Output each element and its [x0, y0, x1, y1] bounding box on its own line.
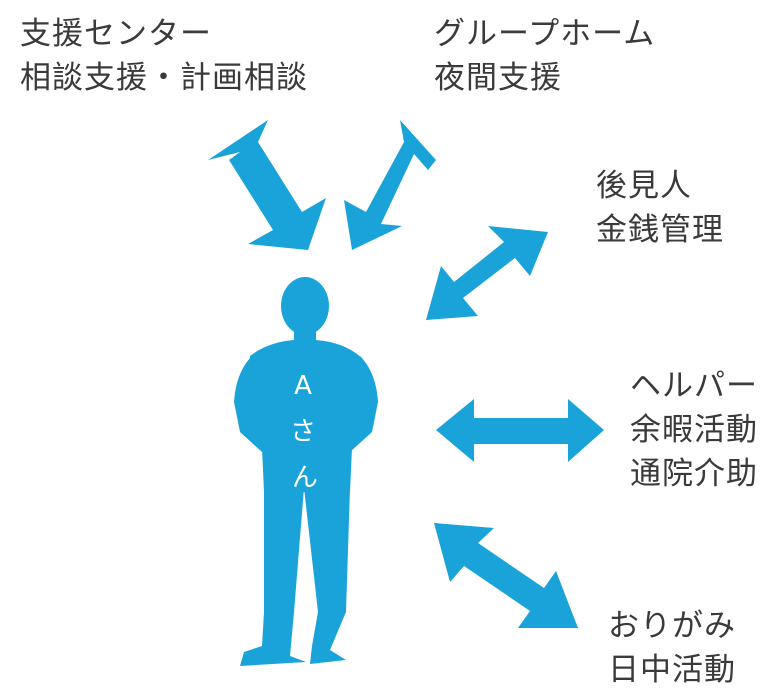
node-origami-detail: 日中活動 [608, 652, 736, 688]
node-guardian: 後見人 金銭管理 [596, 164, 724, 252]
person-label-line-2: さ [290, 417, 316, 447]
node-support-center: 支援センター 相談支援・計画相談 [20, 12, 308, 100]
node-guardian-title: 後見人 [596, 168, 692, 204]
node-group-home-title: グループホーム [434, 16, 656, 52]
arrow-group-home [344, 120, 436, 250]
person-silhouette-icon [234, 277, 378, 666]
node-guardian-detail: 金銭管理 [596, 212, 724, 248]
person-label-line-1: A [294, 371, 312, 401]
person-label-line-3: ん [292, 463, 318, 493]
node-support-center-detail: 相談支援・計画相談 [20, 60, 308, 96]
arrow-support-center [208, 120, 326, 250]
arrow-guardian [426, 226, 548, 320]
node-origami-title: おりがみ [608, 608, 736, 644]
node-helper-detail-2: 通院介助 [630, 456, 758, 492]
node-helper-title: ヘルパー [630, 368, 758, 404]
arrow-origami [434, 523, 578, 628]
node-support-center-title: 支援センター [20, 16, 212, 52]
arrow-helper [436, 399, 604, 462]
node-helper: ヘルパー 余暇活動 通院介助 [630, 364, 758, 496]
node-origami: おりがみ 日中活動 [608, 604, 736, 692]
node-group-home-detail: 夜間支援 [434, 60, 562, 96]
node-helper-detail-1: 余暇活動 [630, 412, 758, 448]
node-group-home: グループホーム 夜間支援 [434, 12, 655, 100]
